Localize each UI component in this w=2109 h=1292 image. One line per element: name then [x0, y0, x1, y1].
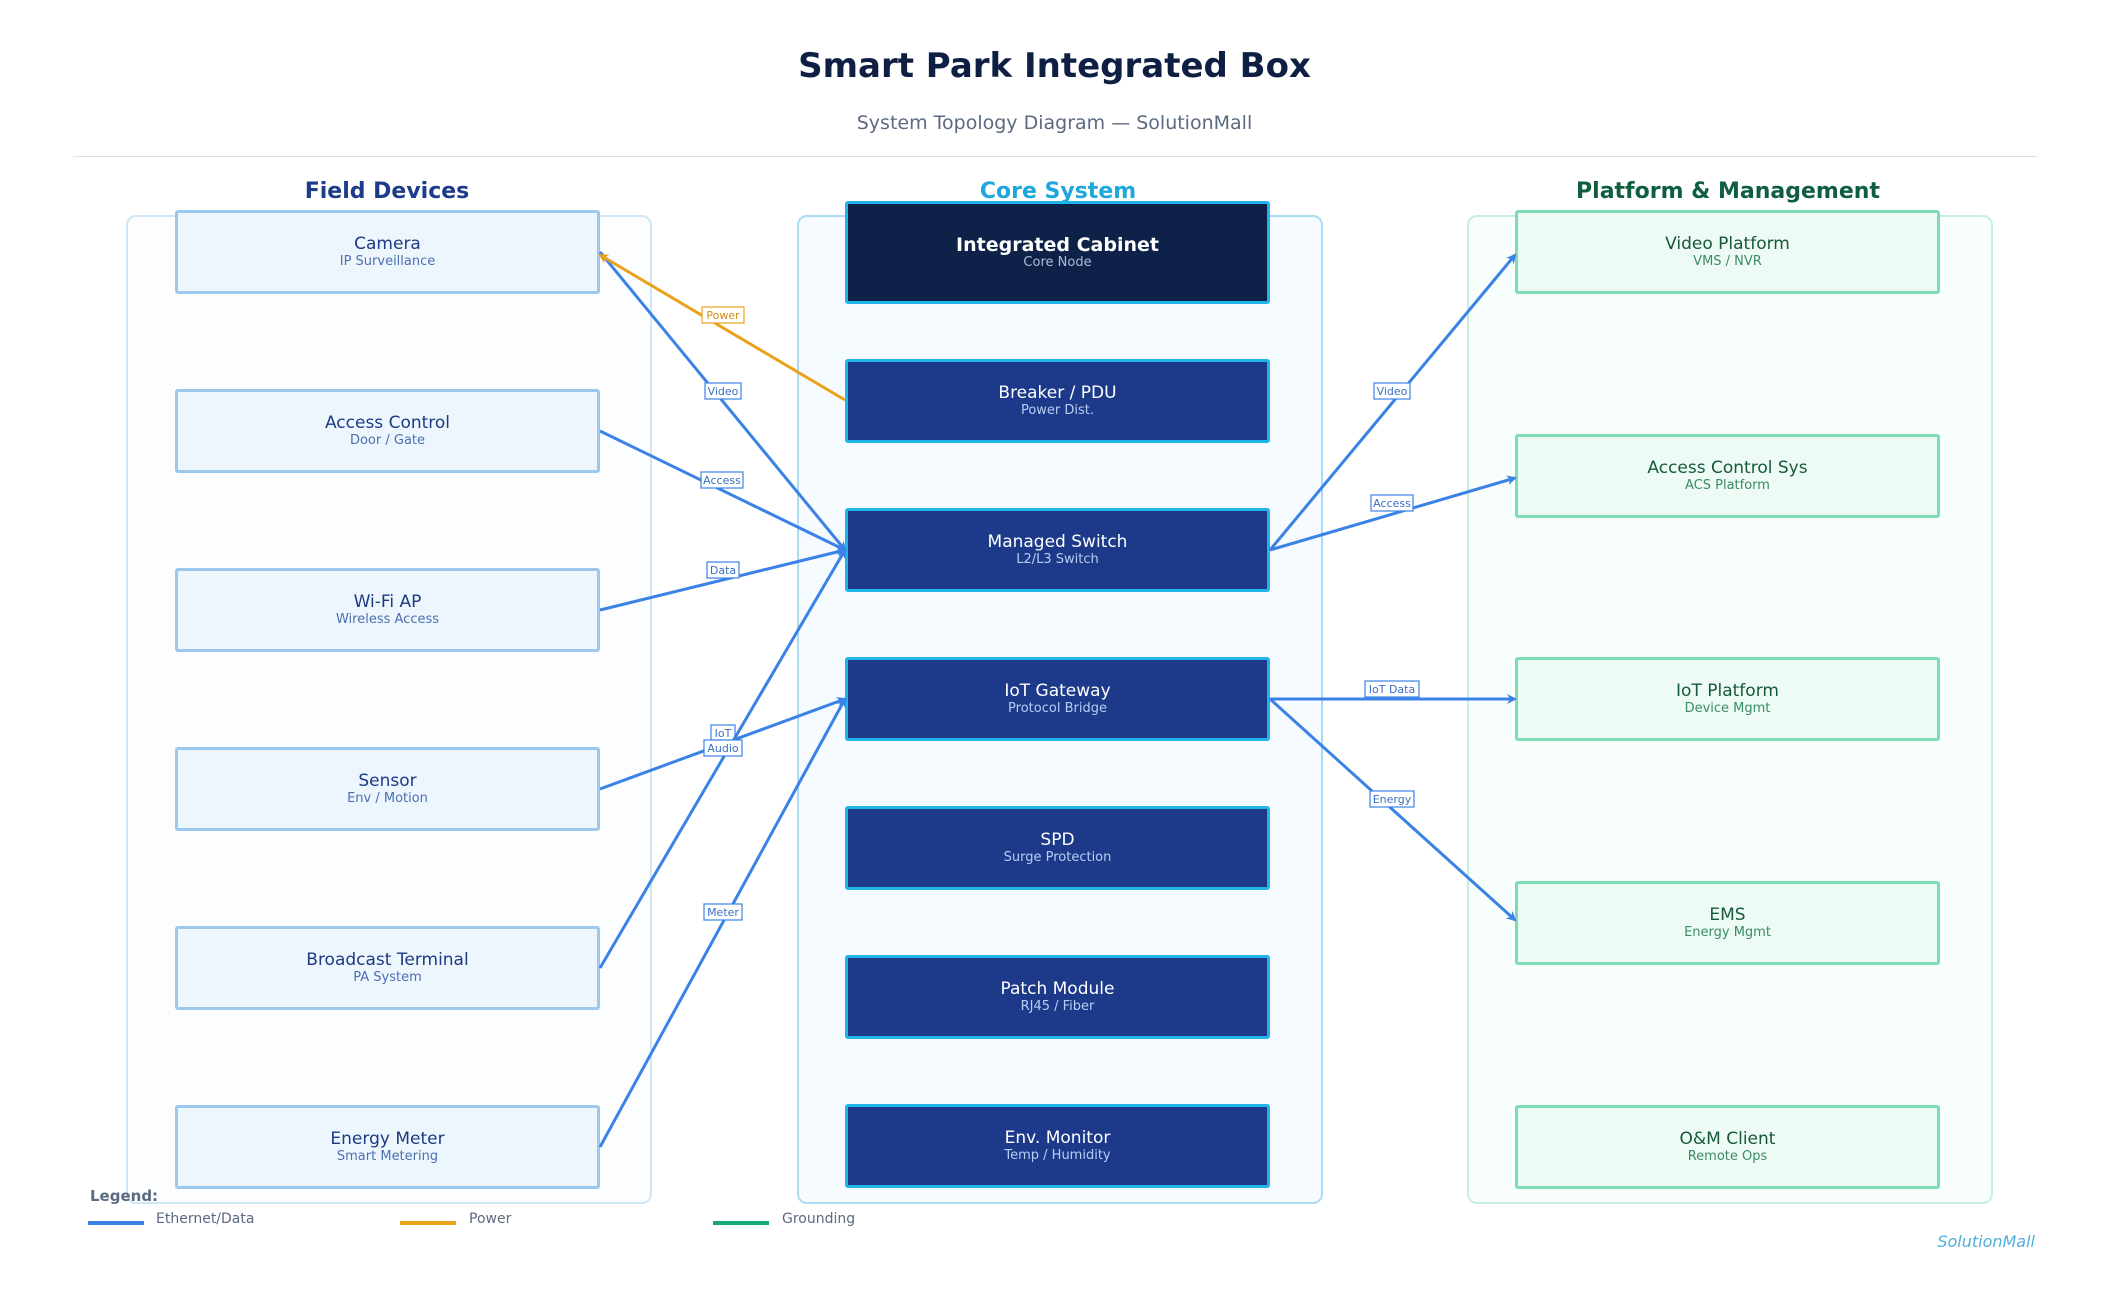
- link-label: Meter: [707, 906, 739, 919]
- node-sublabel: Surge Protection: [1003, 850, 1112, 865]
- node-sublabel: Env / Motion: [347, 791, 428, 806]
- legend-label-ethernet: Ethernet/Data: [156, 1211, 255, 1227]
- link-switch-to-video-platform: Video: [1268, 253, 1517, 551]
- platform-iot[interactable]: IoT Platform Device Mgmt: [1515, 657, 1940, 741]
- core-env-monitor[interactable]: Env. Monitor Temp / Humidity: [845, 1104, 1270, 1188]
- page-title: Smart Park Integrated Box: [798, 46, 1311, 86]
- field-device-camera[interactable]: Camera IP Surveillance: [175, 210, 600, 294]
- node-sublabel: Protocol Bridge: [1008, 701, 1107, 716]
- node-label: Integrated Cabinet: [956, 233, 1159, 256]
- link-label: IoT: [715, 727, 732, 740]
- node-label: Broadcast Terminal: [306, 950, 469, 970]
- core-patch-module[interactable]: Patch Module RJ45 / Fiber: [845, 955, 1270, 1039]
- node-label: Access Control: [324, 413, 451, 433]
- node-sublabel: ACS Platform: [1685, 478, 1770, 493]
- link-meter-to-gateway: Meter: [598, 697, 847, 1148]
- legend-title: Legend:: [90, 1187, 159, 1205]
- link-access-to-switch: Access: [599, 429, 847, 552]
- legend-swatch-grounding: [713, 1221, 769, 1225]
- link-label: Video: [1377, 385, 1408, 398]
- link-switch-to-acs-platform: Access: [1269, 475, 1517, 552]
- node-label: IoT Gateway: [1004, 681, 1111, 701]
- brand-watermark: SolutionMall: [1937, 1232, 2035, 1251]
- node-sublabel: IP Surveillance: [339, 254, 436, 269]
- node-sublabel: Power Dist.: [1020, 403, 1095, 418]
- link-label: Video: [708, 385, 739, 398]
- legend-label-power: Power: [469, 1211, 512, 1227]
- node-label: Breaker / PDU: [998, 383, 1117, 403]
- platform-ems[interactable]: EMS Energy Mgmt: [1515, 881, 1940, 965]
- field-device-wifi-ap[interactable]: Wi-Fi AP Wireless Access: [175, 568, 600, 652]
- link-gateway-to-ems: Energy: [1268, 697, 1517, 922]
- node-label: Energy Meter: [330, 1129, 445, 1149]
- node-sublabel: Door / Gate: [349, 433, 426, 448]
- page-subtitle: System Topology Diagram — SolutionMall: [856, 112, 1253, 134]
- node-label: EMS: [1709, 905, 1746, 925]
- node-label: Access Control Sys: [1647, 458, 1808, 478]
- node-sublabel: Energy Mgmt: [1684, 925, 1771, 940]
- link-label: Access: [1373, 497, 1411, 510]
- node-label: Env. Monitor: [1004, 1128, 1111, 1148]
- core-iot-gateway[interactable]: IoT Gateway Protocol Bridge: [845, 657, 1270, 741]
- node-label: SPD: [1040, 830, 1075, 850]
- node-label: Video Platform: [1665, 234, 1790, 254]
- node-sublabel: RJ45 / Fiber: [1020, 999, 1095, 1014]
- node-label: O&M Client: [1679, 1129, 1776, 1149]
- link-label: Power: [706, 309, 740, 322]
- node-label: Managed Switch: [987, 532, 1128, 552]
- node-label: Camera: [354, 234, 421, 254]
- link-camera-to-switch: Video: [598, 251, 847, 552]
- core-managed-switch[interactable]: Managed Switch L2/L3 Switch: [845, 508, 1270, 592]
- node-sublabel: Remote Ops: [1687, 1149, 1768, 1164]
- legend-swatch-power: [400, 1221, 456, 1225]
- link-wifi-to-switch: Data: [599, 547, 847, 612]
- core-breaker-pdu[interactable]: Breaker / PDU Power Dist.: [845, 359, 1270, 443]
- platform-video[interactable]: Video Platform VMS / NVR: [1515, 210, 1940, 294]
- legend-swatch-ethernet: [88, 1221, 144, 1225]
- node-label: Sensor: [358, 771, 417, 791]
- node-sublabel: L2/L3 Switch: [1016, 552, 1099, 567]
- node-label: Wi-Fi AP: [353, 592, 422, 612]
- field-devices-heading: Field Devices: [304, 179, 470, 204]
- node-sublabel: Core Node: [1023, 254, 1092, 270]
- link-label: Data: [710, 564, 736, 577]
- legend-label-grounding: Grounding: [782, 1211, 856, 1227]
- field-device-access-control[interactable]: Access Control Door / Gate: [175, 389, 600, 473]
- core-integrated-cabinet[interactable]: Integrated Cabinet Core Node: [845, 201, 1270, 304]
- node-sublabel: Device Mgmt: [1684, 701, 1771, 716]
- link-label: Audio: [707, 742, 739, 755]
- link-label: Energy: [1373, 793, 1412, 806]
- node-sublabel: PA System: [353, 970, 422, 985]
- header-divider: [73, 156, 2037, 157]
- core-system-heading: Core System: [979, 179, 1137, 204]
- node-sublabel: Wireless Access: [335, 612, 440, 627]
- node-sublabel: VMS / NVR: [1693, 254, 1762, 269]
- platform-heading: Platform & Management: [1576, 179, 1880, 204]
- core-spd[interactable]: SPD Surge Protection: [845, 806, 1270, 890]
- link-label: IoT Data: [1369, 683, 1415, 696]
- platform-om-client[interactable]: O&M Client Remote Ops: [1515, 1105, 1940, 1189]
- field-device-energy-meter[interactable]: Energy Meter Smart Metering: [175, 1105, 600, 1189]
- link-label: Access: [703, 474, 741, 487]
- field-device-sensor[interactable]: Sensor Env / Motion: [175, 747, 600, 831]
- node-label: Patch Module: [1000, 979, 1115, 999]
- node-label: IoT Platform: [1676, 681, 1779, 701]
- link-broadcast-to-switch: Audio: [598, 548, 847, 969]
- node-sublabel: Temp / Humidity: [1004, 1148, 1111, 1163]
- link-pdu-power-to-camera: Power: [598, 253, 846, 402]
- link-gateway-to-iot-platform: IoT Data: [1270, 680, 1517, 704]
- field-device-broadcast-terminal[interactable]: Broadcast Terminal PA System: [175, 926, 600, 1010]
- field-devices-panel: [126, 215, 652, 1204]
- node-sublabel: Smart Metering: [336, 1149, 439, 1164]
